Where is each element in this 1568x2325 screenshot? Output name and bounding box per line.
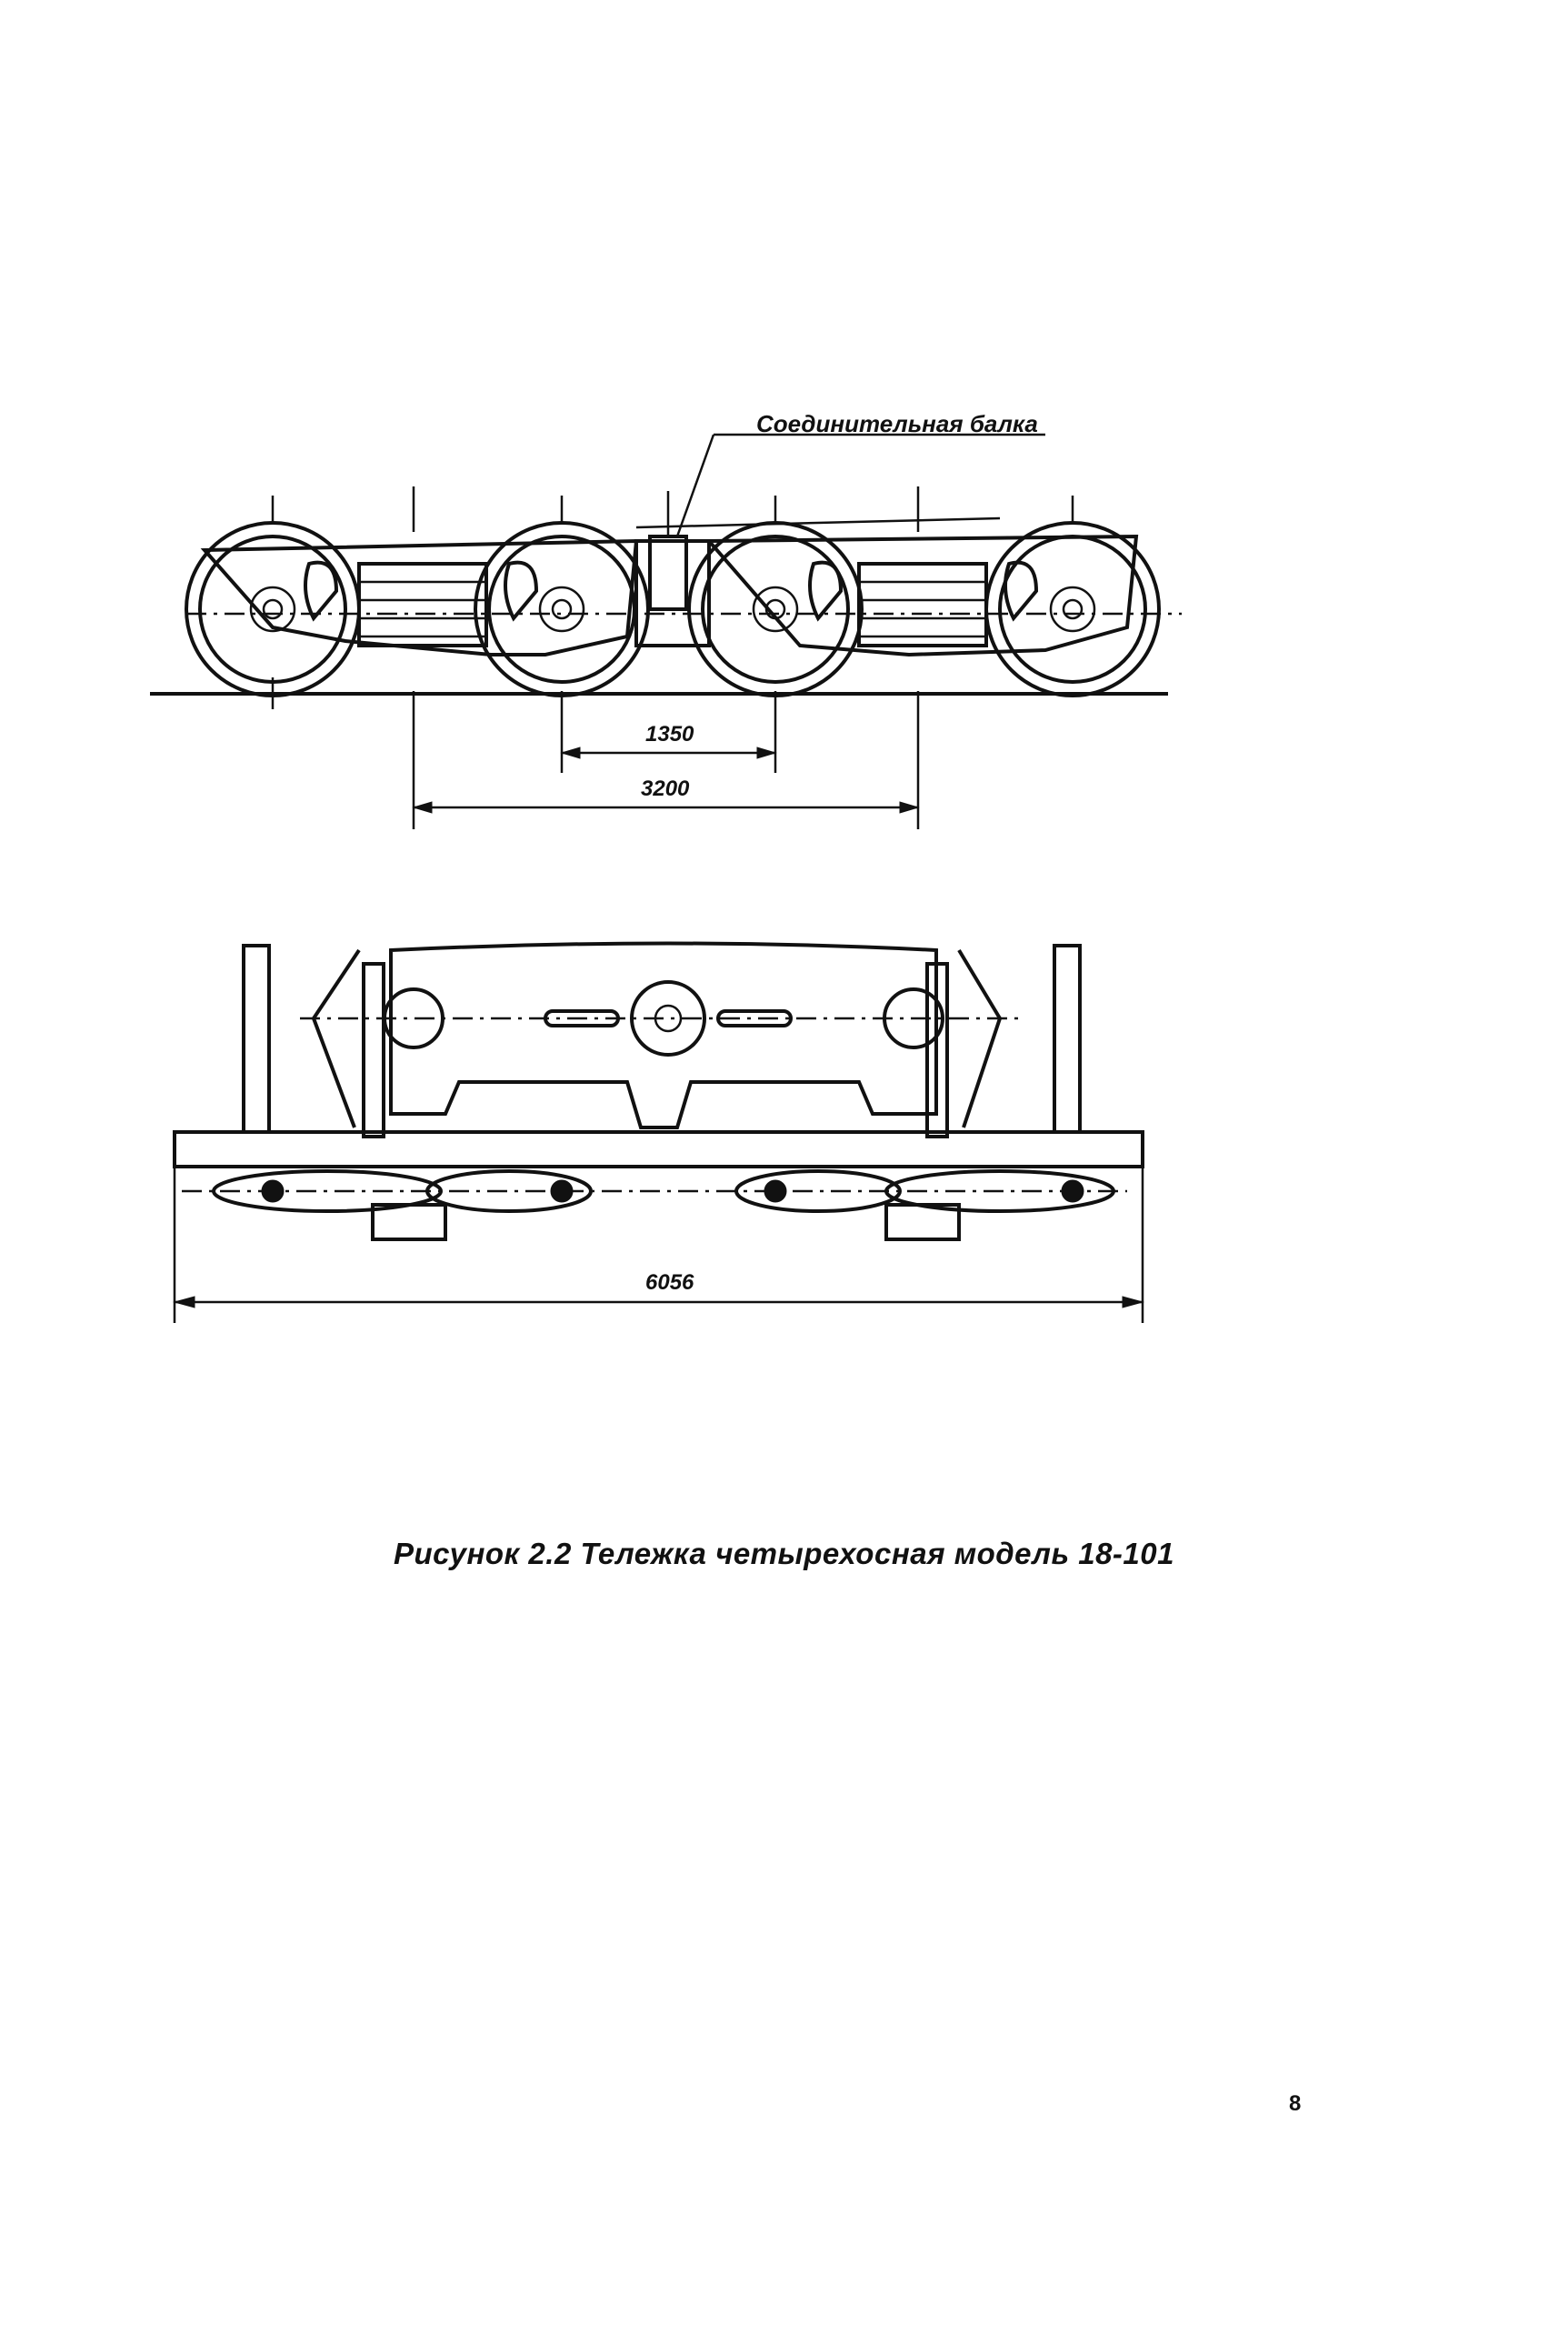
dim-bogie-label: 3200 xyxy=(641,777,690,801)
center-bearing-middle xyxy=(630,980,706,1057)
wheel-2 xyxy=(474,521,650,697)
wheelset-4 xyxy=(884,1169,1115,1213)
plan-main-beam xyxy=(389,941,938,1129)
brace xyxy=(312,948,361,1020)
brace xyxy=(962,1017,1002,1128)
left-spring-pack xyxy=(357,562,488,647)
bracket-right xyxy=(884,1203,961,1241)
bracket-left xyxy=(371,1203,447,1241)
center-bearing-right xyxy=(883,987,944,1049)
dimension-3200: 3200 xyxy=(412,691,920,829)
right-bogie-frame xyxy=(704,534,1139,657)
column-left xyxy=(242,944,271,1134)
plan-view: 6056 xyxy=(173,941,1144,1323)
wheel-4 xyxy=(984,521,1161,697)
side-view: Соединительная балка 1350 3200 xyxy=(150,410,1182,829)
plan-platform xyxy=(173,1130,1144,1168)
dim-overall-label: 6056 xyxy=(645,1270,694,1295)
center-bearing-hub xyxy=(654,1004,683,1033)
column-right xyxy=(1053,944,1082,1134)
turnbuckle-right xyxy=(716,1009,793,1027)
frame-window xyxy=(808,560,844,622)
callout-leader xyxy=(675,434,715,537)
page-number: 8 xyxy=(1289,2091,1302,2116)
wheel-hub xyxy=(1061,1179,1084,1203)
callout-label: Соединительная балка xyxy=(756,410,1038,437)
connecting-beam-top xyxy=(635,516,1001,529)
wheel-hub xyxy=(261,1179,285,1203)
post-left xyxy=(362,962,385,1138)
frame-window xyxy=(1004,560,1039,622)
dimension-6056: 6056 xyxy=(173,1167,1144,1323)
figure-caption: Рисунок 2.2 Тележка четырехосная модель … xyxy=(394,1537,1174,1570)
brace xyxy=(957,948,1002,1020)
brace xyxy=(312,1017,356,1128)
wheelset-3 xyxy=(734,1169,902,1213)
dim-axle-label: 1350 xyxy=(645,722,694,747)
turnbuckle-left xyxy=(544,1009,620,1027)
dimension-1350: 1350 xyxy=(560,691,777,773)
wheel-hub xyxy=(764,1179,787,1203)
frame-window xyxy=(504,560,539,622)
frame-window xyxy=(304,560,339,622)
wheel-hub xyxy=(550,1179,574,1203)
connecting-beam-pivot xyxy=(648,535,688,611)
wheelset-2 xyxy=(425,1169,593,1213)
right-spring-pack xyxy=(857,562,988,647)
wheelset-1 xyxy=(212,1169,443,1213)
post-right xyxy=(925,962,949,1138)
